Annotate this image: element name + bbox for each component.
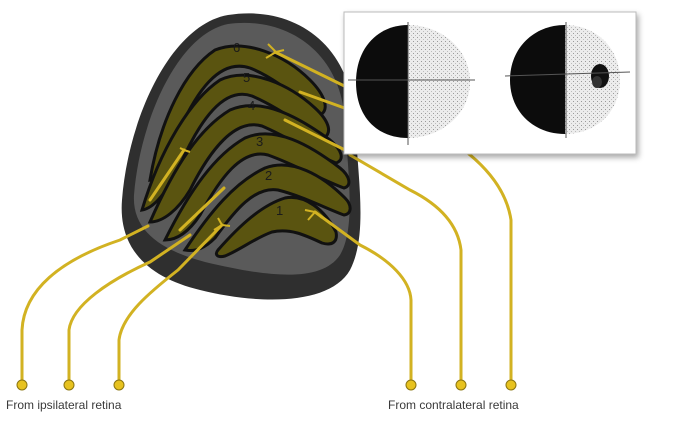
endpoint-ipsi-1 (16, 379, 28, 391)
ipsilateral-fibers (20, 148, 226, 385)
layer-1 (214, 195, 338, 259)
layer-number-6: 6 (233, 40, 240, 55)
fiber-terminals (177, 43, 323, 231)
layer-number-5: 5 (243, 70, 250, 85)
layer-2 (182, 163, 352, 252)
layer-4 (147, 104, 343, 224)
fiber-ipsi-in-4 (178, 186, 226, 232)
fiber-ipsi-in-6 (148, 148, 186, 202)
layer-number-2: 2 (265, 168, 272, 183)
layer-number-3: 3 (256, 134, 263, 149)
fiber-contra-in-5 (298, 90, 352, 112)
fiber-contra-2 (348, 153, 463, 385)
fiber-ipsi-1 (20, 224, 150, 385)
fiber-ipsi-2 (67, 233, 192, 385)
layer-number-4: 4 (248, 98, 255, 113)
endpoint-ipsi-3 (113, 379, 125, 391)
fiber-contra-in-3 (283, 118, 347, 152)
layer-number-1: 1 (276, 203, 283, 218)
endpoint-contra-2 (455, 379, 467, 391)
fiber-ipsi-3 (117, 223, 224, 385)
visual-field-inset (343, 11, 637, 155)
endpoint-ipsi-2 (63, 379, 75, 391)
caption-ipsilateral: From ipsilateral retina (6, 398, 122, 412)
endpoint-contra-3 (505, 379, 517, 391)
endpoint-contra-1 (405, 379, 417, 391)
fiber-contra-1 (313, 210, 413, 385)
fiber-endpoints (16, 379, 517, 391)
caption-contralateral: From contralateral retina (388, 398, 519, 412)
